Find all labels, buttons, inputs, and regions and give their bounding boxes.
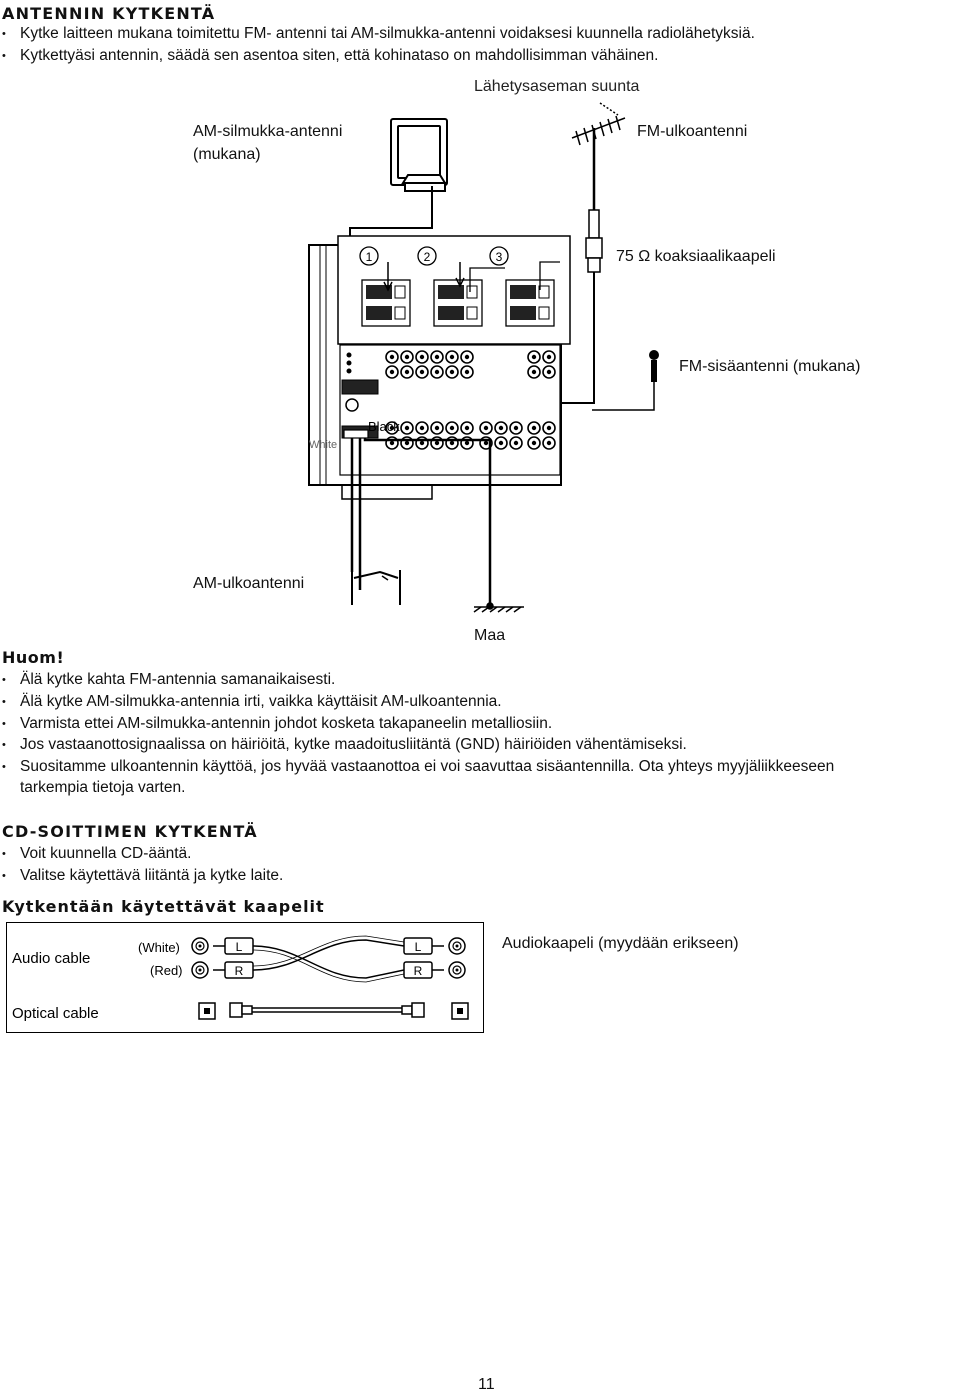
step-3-number: 3 [496,250,503,264]
panel-jacks [385,350,556,450]
antenna-bullet-2: •Kytkettyäsi antennin, säädä sen asentoa… [2,47,659,64]
note-bullet-1: •Älä kytke kahta FM-antennia samanaikais… [2,671,336,688]
optical-cable-icon [229,1002,425,1018]
fm-indoor-label: FM-sisäantenni (mukana) [679,358,861,375]
cd-heading: CD-SOITTIMEN KYTKENTÄ [2,822,258,841]
ground-label: Maa [474,627,506,644]
wire-black-label: Black [368,419,400,434]
note-bullet-5: •Suositamme ulkoantennin käyttöä, jos hy… [2,758,835,775]
fm-indoor-antenna-icon [592,350,659,411]
wire-white-label: White [309,439,337,451]
white-label: (White) [138,940,180,955]
cable-left-mark-2: L [415,940,422,954]
page-number: 11 [478,1376,495,1393]
cable-left-mark-1: L [236,940,243,954]
coax-label: 75 Ω koaksiaalikaapeli [616,248,776,265]
station-direction-label: Lähetysaseman suunta [474,78,640,95]
am-outdoor-label: AM-ulkoantenni [193,575,305,592]
am-loop-label: AM-silmukka-antenni [193,123,343,140]
cd-bullet-1: •Voit kuunnella CD-ääntä. [2,845,192,862]
note-bullet-5-continued: tarkempia tietoja varten. [20,779,186,796]
antenna-diagram-drawing: 1 2 3 [308,102,659,613]
cable-jacks [191,937,469,1020]
ground-icon [473,602,524,613]
note-bullet-4: •Jos vastaanottosignaalissa on häiriöitä… [2,736,687,753]
am-outdoor-antenna-icon [351,570,401,605]
terminal-callout: 1 2 3 [337,235,571,345]
audio-cable-note: Audiokaapeli (myydään erikseen) [502,935,739,952]
optical-cable-label: Optical cable [12,1005,99,1022]
audio-cable-label: Audio cable [12,950,90,967]
note-bullet-2: •Älä kytke AM-silmukka-antennia irti, va… [2,693,502,710]
red-label: (Red) [150,963,183,978]
antenna-bullet-1: •Kytke laitteen mukana toimitettu FM- an… [2,25,755,42]
step-2-number: 2 [424,250,431,264]
antenna-heading: ANTENNIN KYTKENTÄ [2,4,216,23]
cable-illustration-box [6,922,484,1033]
fm-outdoor-label: FM-ulkoantenni [637,123,748,140]
cable-right-mark-2: R [414,964,423,978]
step-1-number: 1 [366,250,373,264]
cd-bullet-2: •Valitse käytettävä liitäntä ja kytke la… [2,867,284,884]
note-bullet-3: •Varmista ettei AM-silmukka-antennin joh… [2,715,553,732]
am-wires [343,429,492,605]
note-heading: Huom! [2,648,65,667]
am-loop-sub-label: (mukana) [193,146,261,163]
cables-heading: Kytkentään käytettävät kaapelit [2,897,325,916]
cable-right-mark-1: R [235,964,244,978]
cable-illustration: Audio cable (White) (Red) Optical cable … [12,935,469,1022]
audio-cable-icon: L R L R [213,935,444,983]
